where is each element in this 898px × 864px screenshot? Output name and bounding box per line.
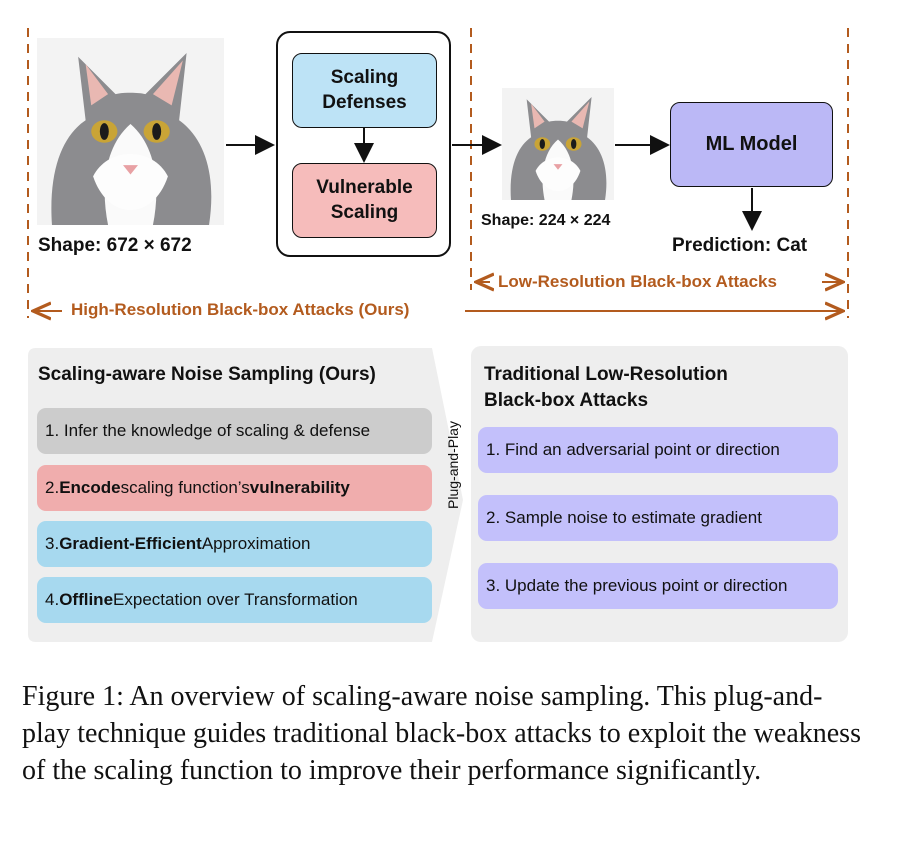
right-step-2: 2. Sample noise to estimate gradient — [478, 495, 838, 541]
left-step-3: 3. Gradient-Efficient Approximation — [37, 521, 432, 567]
high-res-cat-image — [37, 38, 224, 225]
left-step-1: 1. Infer the knowledge of scaling & defe… — [37, 408, 432, 454]
left-step-2: 2. Encode scaling function’s vulnerabili… — [37, 465, 432, 511]
low-res-attacks-label: Low-Resolution Black-box Attacks — [494, 272, 781, 292]
right-panel-title: Traditional Low-Resolution Black-box Att… — [484, 364, 728, 411]
cat-picture-small — [502, 88, 614, 200]
prediction-label: Prediction: Cat — [672, 235, 808, 256]
right-step-3: 3. Update the previous point or directio… — [478, 563, 838, 609]
high-res-shape-label: Shape: 672 × 672 — [38, 235, 192, 256]
high-res-attacks-label: High-Resolution Black-box Attacks (Ours) — [67, 300, 414, 320]
vulnerable-scaling-box: Vulnerable Scaling — [292, 163, 437, 238]
plug-and-play-label: Plug-and-Play — [445, 421, 461, 509]
scaling-defenses-box: Scaling Defenses — [292, 53, 437, 128]
left-panel-title: Scaling-aware Noise Sampling (Ours) — [38, 364, 376, 385]
left-step-4: 4. Offline Expectation over Transformati… — [37, 577, 432, 623]
diagram-lines — [27, 28, 849, 340]
right-step-1: 1. Find an adversarial point or directio… — [478, 427, 838, 473]
low-res-shape-label: Shape: 224 × 224 — [481, 212, 611, 229]
figure-caption: Figure 1: An overview of scaling-aware n… — [22, 681, 861, 787]
cat-picture — [37, 38, 224, 225]
ml-model-box: ML Model — [670, 102, 833, 187]
scaling-box: Scaling Defenses Vulnerable Scaling — [276, 31, 451, 257]
low-res-cat-image — [502, 88, 614, 200]
